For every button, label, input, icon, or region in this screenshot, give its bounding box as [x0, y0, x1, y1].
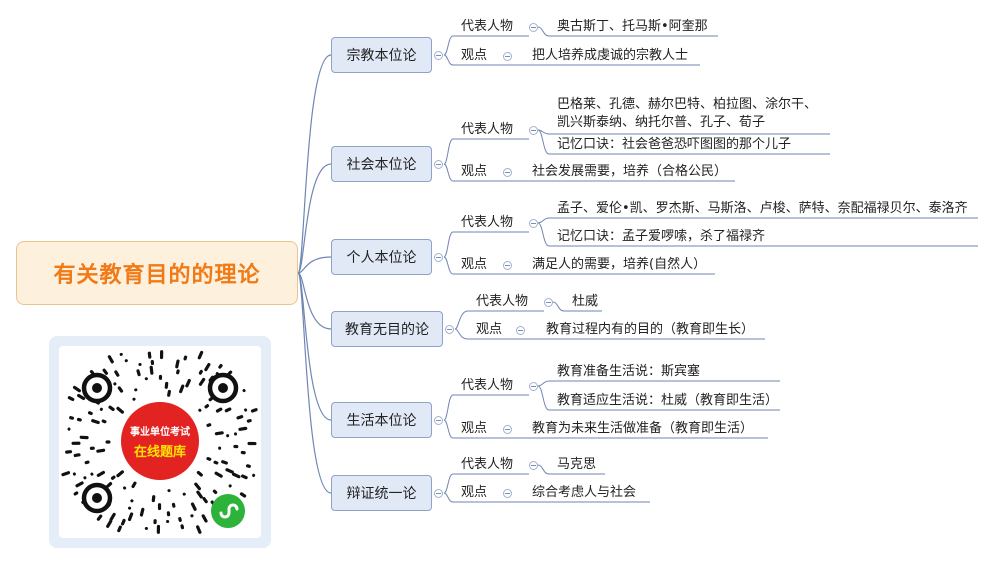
branch-4[interactable]: 教育无目的论: [331, 311, 443, 347]
branch-2[interactable]: 社会本位论: [331, 146, 432, 182]
rep-item[interactable]: 杜威: [572, 294, 599, 309]
connector: [537, 380, 780, 387]
connector: [443, 54, 700, 66]
connector: [443, 419, 768, 439]
rep-item[interactable]: 记忆口诀：社会爸爸恐吓图图的那个儿子: [557, 137, 792, 152]
connector: [297, 256, 332, 274]
rep-item[interactable]: 马克思: [557, 457, 597, 472]
view-text[interactable]: 综合考虑人与社会: [532, 485, 637, 500]
branch-6[interactable]: 辩证统一论: [331, 475, 432, 511]
view-text[interactable]: 满足人的需要，培养(自然人）: [532, 257, 707, 272]
connector: [537, 385, 780, 411]
view-label[interactable]: 观点: [476, 322, 503, 337]
rep-item[interactable]: 孟子、爱伦•凯、罗杰斯、马斯洛、卢梭、萨特、奈配福禄贝尔、泰洛齐: [557, 201, 968, 216]
rep-label[interactable]: 代表人物: [461, 19, 514, 34]
connector: [443, 256, 715, 275]
collapse-toggle-icon[interactable]: [434, 416, 443, 425]
connector: [443, 492, 650, 503]
collapse-toggle-icon[interactable]: [503, 261, 512, 270]
branch-3[interactable]: 个人本位论: [331, 239, 432, 275]
rep-label[interactable]: 代表人物: [461, 457, 514, 472]
connector: [297, 54, 332, 274]
mini-program-icon: [211, 494, 245, 528]
collapse-toggle-icon[interactable]: [445, 325, 454, 334]
rep-item[interactable]: 教育适应生活说：杜威（教育即生活）: [557, 393, 779, 408]
collapse-toggle-icon[interactable]: [503, 425, 512, 434]
branch-title: 社会本位论: [346, 157, 417, 173]
connector: [537, 222, 978, 247]
branch-title: 个人本位论: [346, 250, 417, 266]
qr-pattern: [61, 350, 258, 534]
view-label[interactable]: 观点: [461, 421, 488, 436]
collapse-toggle-icon[interactable]: [434, 160, 443, 169]
collapse-toggle-icon[interactable]: [516, 326, 525, 335]
qr-code[interactable]: 事业单位考试 在线题库: [59, 346, 261, 538]
connector: [552, 301, 602, 312]
connector: [297, 272, 332, 330]
branch-title: 教育无目的论: [345, 322, 429, 338]
connector: [297, 272, 332, 494]
qr-center-badge: 事业单位考试 在线题库: [121, 402, 199, 480]
connector: [443, 394, 529, 421]
connector: [537, 464, 605, 475]
collapse-toggle-icon[interactable]: [529, 126, 538, 135]
branch-5[interactable]: 生活本位论: [331, 402, 432, 438]
rep-item[interactable]: 教育准备生活说：斯宾塞: [557, 364, 701, 379]
rep-label[interactable]: 代表人物: [461, 122, 514, 137]
view-text[interactable]: 把人培养成虔诚的宗教人士: [532, 48, 689, 63]
collapse-toggle-icon[interactable]: [503, 168, 512, 177]
connector: [443, 35, 529, 56]
qr-code-card: 事业单位考试 在线题库: [49, 336, 271, 548]
view-label[interactable]: 观点: [461, 164, 488, 179]
collapse-toggle-icon[interactable]: [503, 489, 512, 498]
rep-label[interactable]: 代表人物: [461, 215, 514, 230]
connector: [443, 163, 735, 182]
root-topic[interactable]: 有关教育目的的理论: [16, 241, 298, 305]
view-text[interactable]: 教育过程内有的目的（教育即生长）: [546, 322, 755, 337]
collapse-toggle-icon[interactable]: [544, 298, 553, 307]
branch-1[interactable]: 宗教本位论: [331, 37, 432, 73]
qr-line1: 事业单位考试: [130, 426, 190, 438]
connector: [443, 473, 529, 494]
connector: [297, 163, 332, 274]
connector: [454, 328, 765, 340]
collapse-toggle-icon[interactable]: [434, 253, 443, 262]
connector: [537, 217, 978, 224]
view-text[interactable]: 社会发展需要，培养（合格公民）: [532, 164, 728, 179]
collapse-toggle-icon[interactable]: [529, 219, 538, 228]
rep-item[interactable]: 奥古斯丁、托马斯•阿奎那: [557, 19, 708, 34]
connector: [537, 129, 830, 155]
collapse-toggle-icon[interactable]: [503, 52, 512, 61]
collapse-toggle-icon[interactable]: [529, 382, 538, 391]
collapse-toggle-icon[interactable]: [434, 51, 443, 60]
rep-item[interactable]: 巴格莱、孔德、赫尔巴特、柏拉图、涂尔干、 凯兴斯泰纳、纳托尔普、孔子、荀子: [557, 97, 818, 130]
connector: [537, 129, 830, 135]
collapse-toggle-icon[interactable]: [434, 489, 443, 498]
branch-title: 生活本位论: [346, 413, 417, 429]
rep-label[interactable]: 代表人物: [476, 294, 529, 309]
branch-title: 宗教本位论: [346, 48, 417, 64]
view-label[interactable]: 观点: [461, 257, 488, 272]
qr-line2: 在线题库: [133, 444, 186, 460]
view-label[interactable]: 观点: [461, 485, 488, 500]
collapse-toggle-icon[interactable]: [529, 23, 538, 32]
view-text[interactable]: 教育为未来生活做准备（教育即生活）: [532, 421, 754, 436]
view-label[interactable]: 观点: [461, 48, 488, 63]
connector: [454, 310, 544, 330]
connector: [537, 26, 718, 37]
branch-title: 辩证统一论: [346, 486, 417, 502]
connector: [443, 138, 529, 165]
collapse-toggle-icon[interactable]: [529, 461, 538, 470]
root-title: 有关教育目的的理论: [53, 263, 261, 288]
connector: [297, 272, 332, 421]
rep-label[interactable]: 代表人物: [461, 378, 514, 393]
rep-item[interactable]: 记忆口诀：孟子爱啰嗦，杀了福禄齐: [557, 229, 766, 244]
connector: [443, 231, 529, 258]
